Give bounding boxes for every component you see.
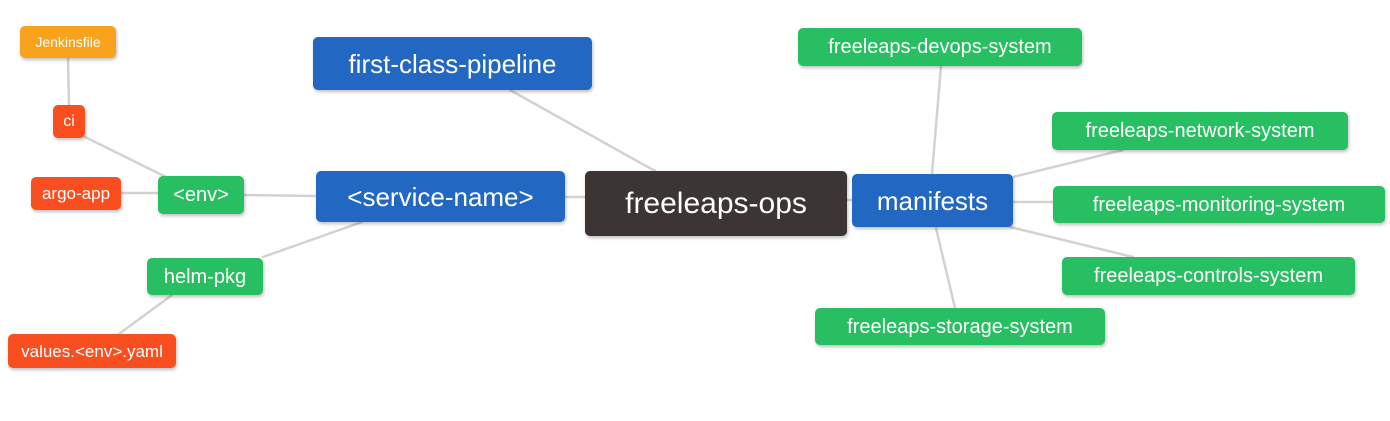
node-label: freeleaps-monitoring-system (1092, 193, 1346, 216)
node-label: <service-name> (347, 181, 534, 212)
node-freeleaps-storage-system[interactable]: freeleaps-storage-system (815, 308, 1105, 345)
node-label: freeleaps-ops (625, 186, 807, 220)
edge-manifests-freeleaps-devops-system (930, 64, 943, 176)
edge-manifests-freeleaps-network-system (1011, 148, 1125, 179)
node-jenkinsfile[interactable]: Jenkinsfile (20, 26, 116, 58)
edge-first-class-pipeline-freeleaps-ops (508, 88, 657, 173)
edge-ci-env (83, 135, 168, 179)
edge-jenkinsfile-ci (66, 56, 71, 107)
edge-env-service-name (242, 193, 318, 198)
node-label: freeleaps-storage-system (847, 315, 1073, 338)
node-ci[interactable]: ci (53, 105, 85, 138)
node-label: first-class-pipeline (348, 48, 557, 79)
node-freeleaps-controls-system[interactable]: freeleaps-controls-system (1062, 257, 1355, 295)
node-first-class-pipeline[interactable]: first-class-pipeline (313, 37, 592, 90)
node-label: argo-app (41, 184, 111, 203)
node-freeleaps-network-system[interactable]: freeleaps-network-system (1052, 112, 1348, 150)
node-label: freeleaps-controls-system (1094, 265, 1323, 287)
node-service-name[interactable]: <service-name> (316, 171, 565, 222)
edge-helm-pkg-values-env-yaml (117, 293, 174, 336)
node-freeleaps-ops[interactable]: freeleaps-ops (585, 171, 847, 236)
node-label: manifests (876, 185, 989, 216)
node-manifests[interactable]: manifests (852, 174, 1013, 227)
node-label: ci (63, 112, 75, 130)
node-label: Jenkinsfile (35, 34, 101, 50)
node-helm-pkg[interactable]: helm-pkg (147, 258, 263, 295)
node-label: freeleaps-devops-system (828, 36, 1052, 58)
node-freeleaps-devops-system[interactable]: freeleaps-devops-system (798, 28, 1082, 66)
node-label: values.<env>.yaml (21, 341, 163, 361)
node-freeleaps-monitoring-system[interactable]: freeleaps-monitoring-system (1053, 186, 1385, 223)
node-argo-app[interactable]: argo-app (31, 177, 121, 210)
node-label: freeleaps-network-system (1085, 120, 1315, 142)
edge-manifests-freeleaps-controls-system (1008, 225, 1135, 259)
edge-manifests-freeleaps-storage-system (934, 226, 957, 310)
node-values-env-yaml[interactable]: values.<env>.yaml (8, 334, 176, 368)
edge-service-name-helm-pkg (261, 220, 364, 259)
node-label: <env> (173, 184, 229, 206)
node-env[interactable]: <env> (158, 176, 244, 214)
node-label: helm-pkg (163, 265, 247, 288)
